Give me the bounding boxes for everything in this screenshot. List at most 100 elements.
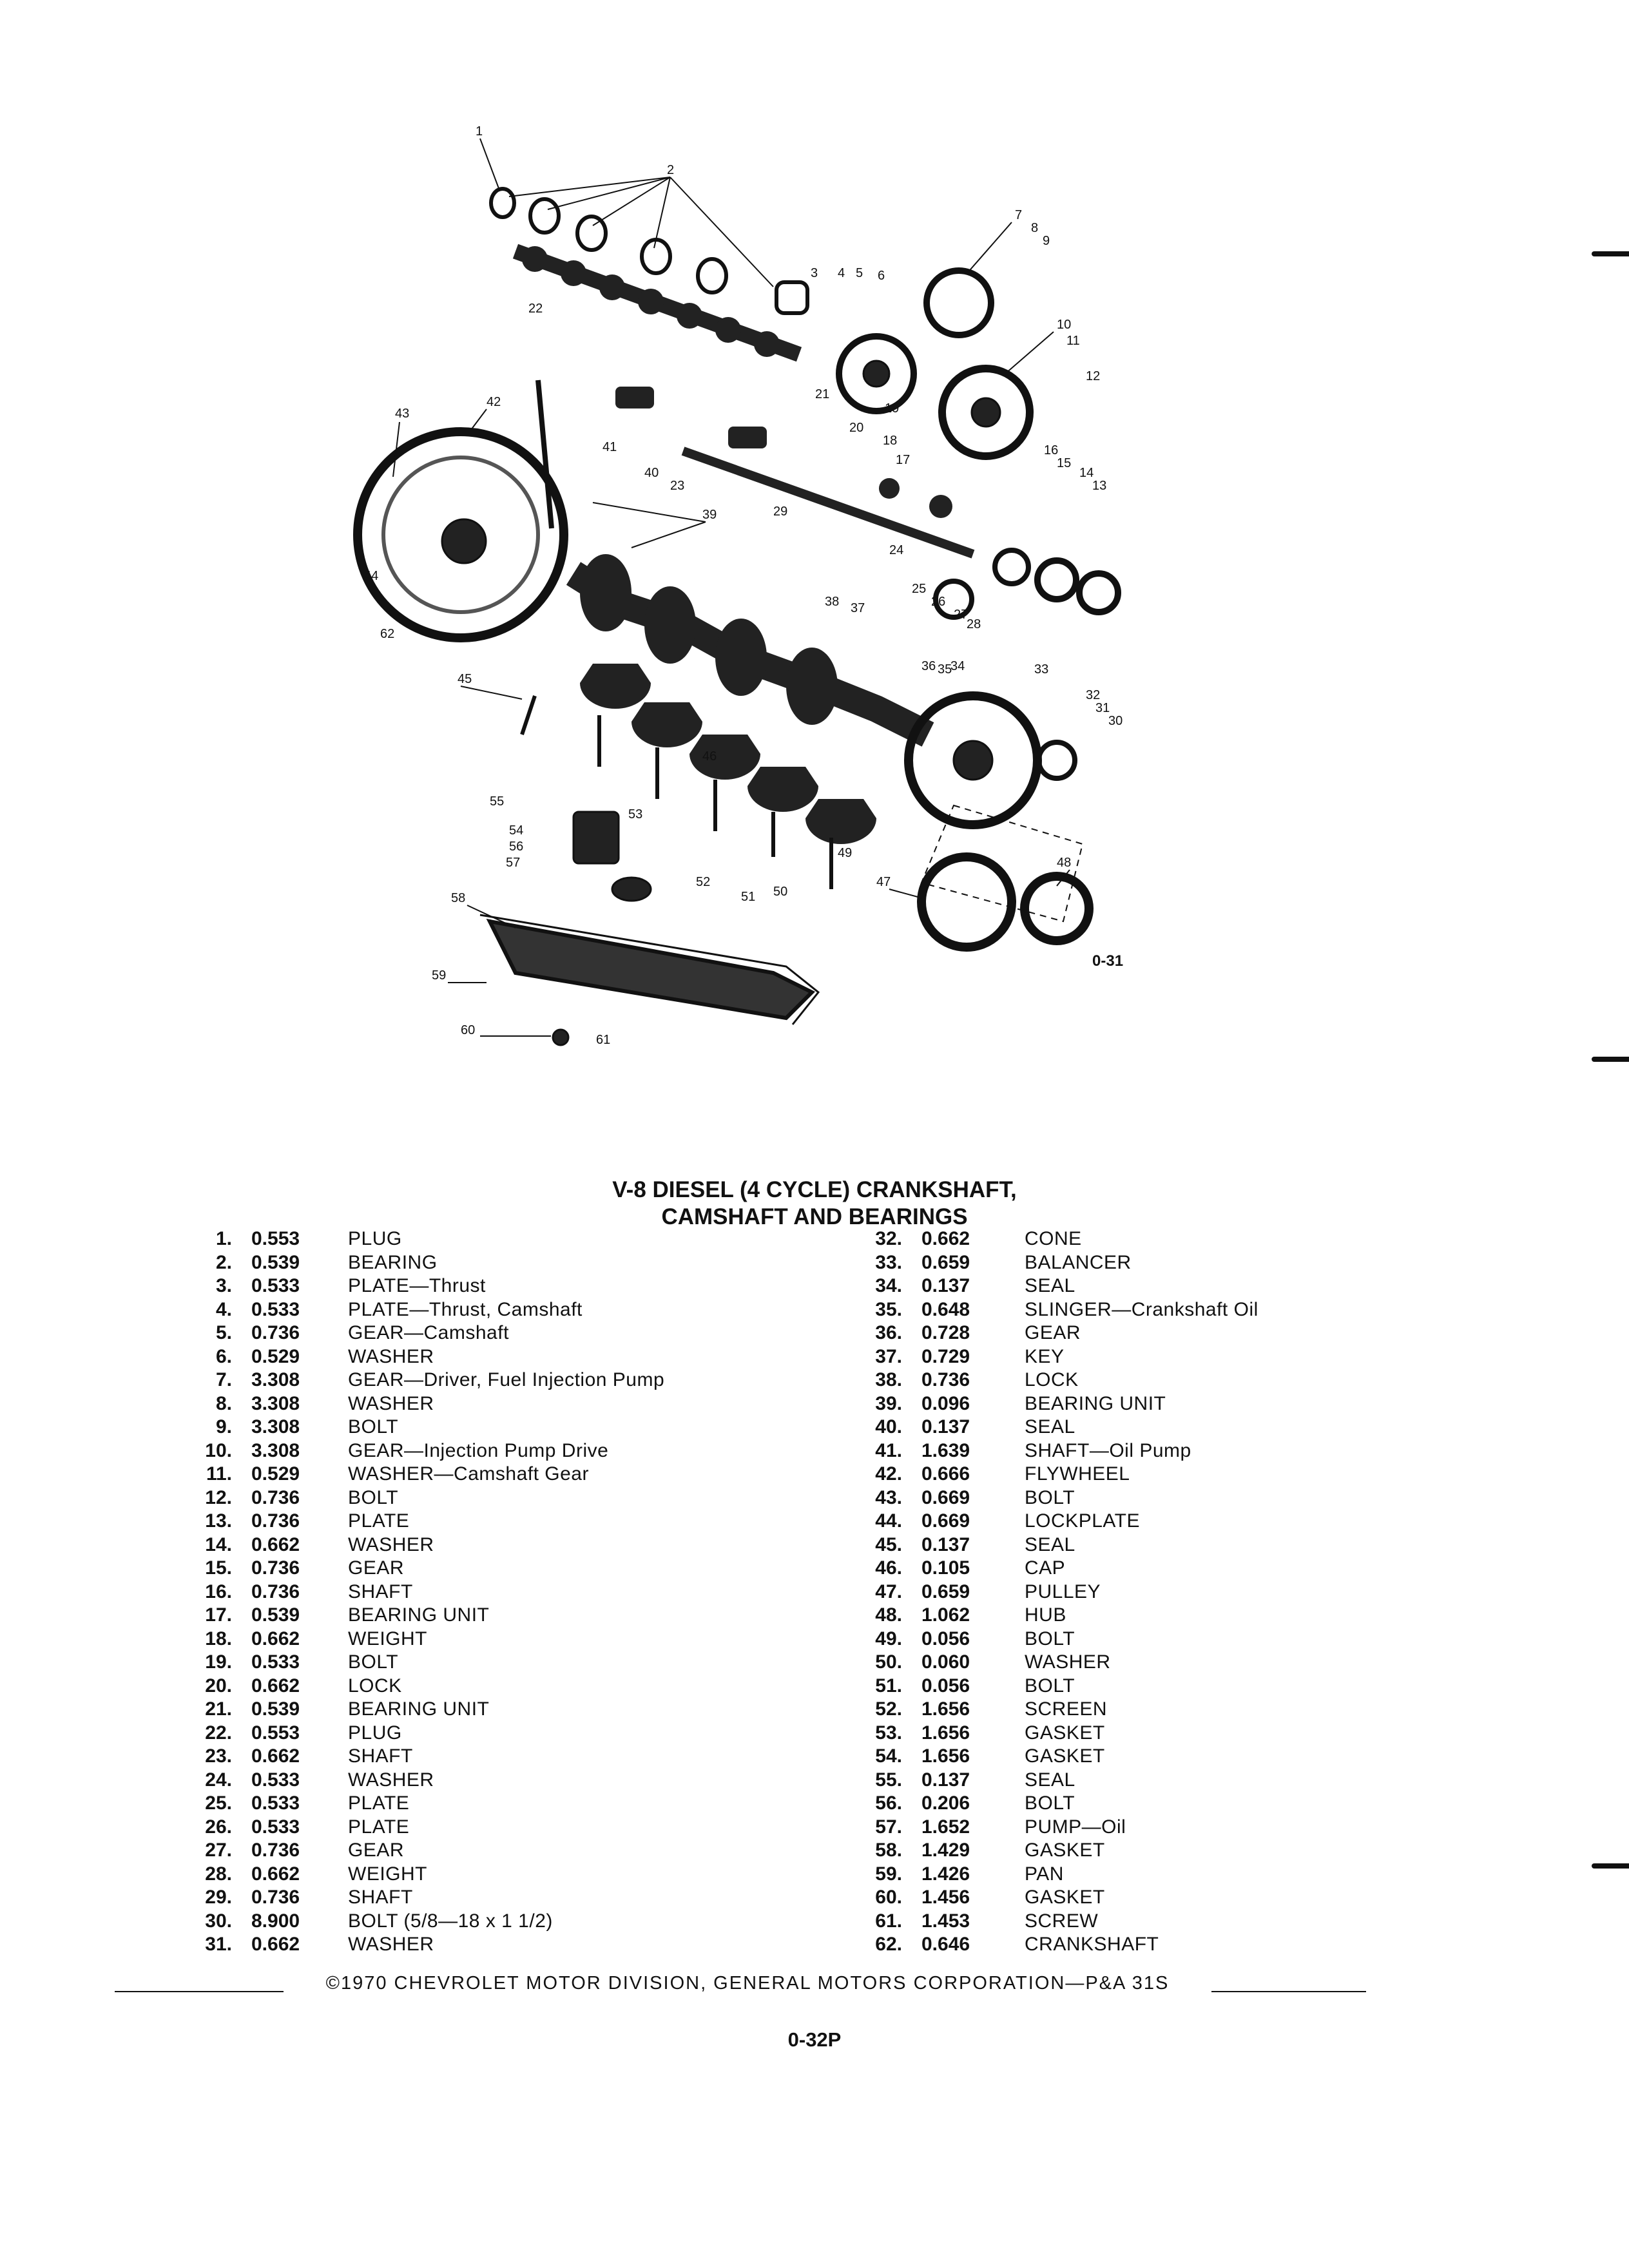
svg-text:41: 41 — [602, 440, 617, 454]
svg-text:23: 23 — [670, 479, 684, 493]
part-number: 43. — [875, 1486, 902, 1508]
part-description: SHAFT — [348, 1745, 413, 1767]
part-description: GASKET — [1025, 1840, 1105, 1861]
svg-text:6: 6 — [878, 269, 885, 283]
part-group-code: 0.539 — [251, 1604, 300, 1626]
part-number: 17. — [205, 1604, 232, 1626]
part-number: 20. — [205, 1675, 232, 1696]
svg-text:22: 22 — [528, 302, 543, 316]
part-group-code: 0.105 — [921, 1557, 970, 1579]
svg-text:54: 54 — [509, 823, 523, 838]
part-number: 40. — [875, 1416, 902, 1437]
svg-text:45: 45 — [458, 672, 472, 686]
part-description: PLATE—Thrust — [348, 1275, 486, 1296]
part-group-code: 0.056 — [921, 1628, 970, 1649]
part-group-code: 0.736 — [251, 1322, 300, 1343]
part-description: SCREEN — [1025, 1698, 1108, 1720]
part-group-code: 0.662 — [251, 1628, 300, 1649]
part-description: SEAL — [1025, 1533, 1075, 1555]
svg-text:49: 49 — [838, 846, 852, 860]
svg-text:33: 33 — [1034, 662, 1048, 677]
svg-text:15: 15 — [1057, 456, 1071, 470]
part-number: 33. — [875, 1251, 902, 1273]
part-group-code: 1.429 — [921, 1840, 970, 1861]
svg-text:59: 59 — [432, 968, 446, 983]
svg-text:2: 2 — [667, 163, 674, 177]
part-number: 56. — [875, 1792, 902, 1814]
svg-text:24: 24 — [889, 543, 903, 557]
part-number: 47. — [875, 1581, 902, 1602]
part-number: 12. — [205, 1486, 232, 1508]
part-number: 41. — [875, 1439, 902, 1461]
part-number: 9. — [215, 1416, 232, 1437]
part-description: BEARING — [348, 1251, 438, 1273]
part-description: PLATE — [348, 1792, 410, 1814]
svg-text:16: 16 — [1044, 443, 1058, 457]
part-group-code: 0.729 — [921, 1345, 970, 1367]
part-number: 51. — [875, 1675, 902, 1696]
part-group-code: 0.529 — [251, 1345, 300, 1367]
svg-text:58: 58 — [451, 891, 465, 905]
part-number: 15. — [205, 1557, 232, 1579]
svg-text:18: 18 — [883, 434, 897, 448]
part-number: 1. — [215, 1228, 232, 1249]
part-description: SEAL — [1025, 1769, 1075, 1791]
svg-text:28: 28 — [967, 617, 981, 631]
svg-text:32: 32 — [1086, 688, 1100, 702]
part-description: SCREW — [1025, 1910, 1099, 1932]
part-number: 10. — [205, 1439, 232, 1461]
part-description: BOLT — [348, 1651, 399, 1673]
part-group-code: 3.308 — [251, 1369, 300, 1390]
part-description: WASHER — [348, 1934, 434, 1955]
svg-text:29: 29 — [773, 505, 787, 519]
part-group-code: 0.539 — [251, 1698, 300, 1720]
part-number: 27. — [205, 1840, 232, 1861]
diagram-reference-number: 0-31 — [1092, 952, 1124, 970]
part-number: 3. — [215, 1275, 232, 1296]
part-description: SHAFT — [348, 1581, 413, 1602]
part-group-code: 0.662 — [251, 1533, 300, 1555]
svg-text:55: 55 — [490, 794, 504, 809]
part-number: 25. — [205, 1792, 232, 1814]
part-group-code: 0.206 — [921, 1792, 970, 1814]
page-title: V-8 DIESEL (4 CYCLE) CRANKSHAFT, CAMSHAF… — [0, 1177, 1629, 1231]
part-group-code: 1.656 — [921, 1722, 970, 1744]
part-number: 2. — [215, 1251, 232, 1273]
part-description: BEARING UNIT — [1025, 1392, 1166, 1414]
part-description: GASKET — [1025, 1887, 1105, 1908]
part-group-code: 0.666 — [921, 1463, 970, 1485]
part-number: 48. — [875, 1604, 902, 1626]
part-number: 35. — [875, 1298, 902, 1320]
part-group-code: 0.736 — [251, 1840, 300, 1861]
svg-text:57: 57 — [506, 856, 520, 870]
part-number: 32. — [875, 1228, 902, 1249]
svg-text:27: 27 — [954, 608, 968, 622]
part-description: PULLEY — [1025, 1581, 1101, 1602]
svg-text:60: 60 — [461, 1023, 475, 1037]
part-number: 60. — [875, 1887, 902, 1908]
part-number: 21. — [205, 1698, 232, 1720]
margin-mark — [1592, 1863, 1629, 1869]
part-description: CRANKSHAFT — [1025, 1934, 1159, 1955]
svg-text:44: 44 — [364, 569, 378, 583]
part-description: WEIGHT — [348, 1863, 427, 1885]
part-description: LOCK — [348, 1675, 402, 1696]
part-description: GEAR—Driver, Fuel Injection Pump — [348, 1369, 665, 1390]
part-number: 7. — [215, 1369, 232, 1390]
part-group-code: 0.533 — [251, 1651, 300, 1673]
svg-text:13: 13 — [1092, 479, 1106, 493]
part-number: 58. — [875, 1840, 902, 1861]
part-group-code: 0.137 — [921, 1416, 970, 1437]
part-group-code: 0.736 — [251, 1581, 300, 1602]
margin-mark — [1592, 251, 1629, 256]
part-group-code: 1.062 — [921, 1604, 970, 1626]
part-group-code: 0.137 — [921, 1275, 970, 1296]
part-number: 42. — [875, 1463, 902, 1485]
part-group-code: 0.553 — [251, 1228, 300, 1249]
svg-text:52: 52 — [696, 875, 710, 889]
part-group-code: 0.662 — [251, 1675, 300, 1696]
part-number: 57. — [875, 1816, 902, 1838]
part-description: BOLT — [348, 1486, 399, 1508]
part-description: CONE — [1025, 1228, 1082, 1249]
part-description: GEAR — [348, 1557, 405, 1579]
